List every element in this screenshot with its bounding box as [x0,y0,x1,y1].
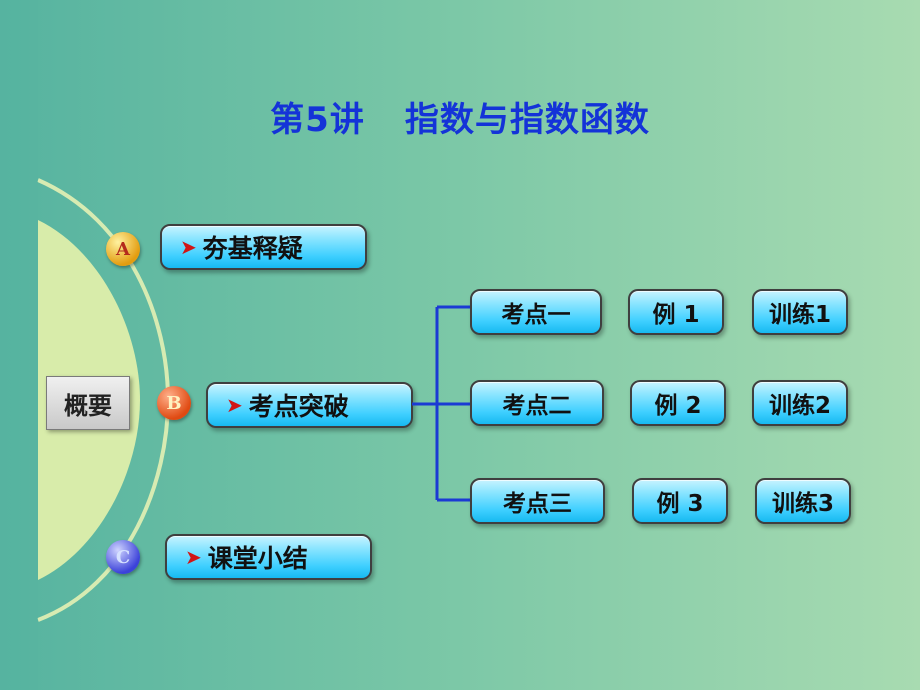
training-3-button[interactable]: 训练3 [755,478,851,524]
section-a-button[interactable]: ➤ 夯基释疑 [160,224,367,270]
example-2-label: 例 2 [654,393,702,419]
point-1-label: 考点一 [501,302,571,328]
point-3-button[interactable]: 考点三 [470,478,605,524]
section-b-badge: B [157,386,191,420]
overview-label: 概要 [46,376,130,430]
example-1-label: 例 1 [652,302,700,328]
section-c-badge: C [106,540,140,574]
section-c-button[interactable]: ➤ 课堂小结 [165,534,372,580]
training-1-button[interactable]: 训练1 [752,289,848,335]
section-a-badge: A [106,232,140,266]
example-3-label: 例 3 [656,491,704,517]
training-1-label: 训练1 [768,302,831,328]
play-arrow-icon: ➤ [226,393,243,417]
point-2-button[interactable]: 考点二 [470,380,604,426]
play-arrow-icon: ➤ [180,235,197,259]
section-a-label: 夯基释疑 [202,234,303,263]
lecture-topic: 指数与指数函数 [404,100,650,140]
point-1-button[interactable]: 考点一 [470,289,602,335]
play-arrow-icon: ➤ [185,545,202,569]
example-2-button[interactable]: 例 2 [630,380,726,426]
training-2-button[interactable]: 训练2 [752,380,848,426]
section-b-button[interactable]: ➤ 考点突破 [206,382,413,428]
training-2-label: 训练2 [768,393,831,419]
section-c-label: 课堂小结 [207,544,308,573]
example-1-button[interactable]: 例 1 [628,289,724,335]
lecture-number: 第5讲 [270,100,365,140]
point-2-label: 考点二 [502,393,572,419]
example-3-button[interactable]: 例 3 [632,478,728,524]
training-3-label: 训练3 [771,491,834,517]
section-b-label: 考点突破 [248,392,349,421]
slide-title: 第5讲指数与指数函数 [0,92,920,141]
point-3-label: 考点三 [503,491,572,517]
